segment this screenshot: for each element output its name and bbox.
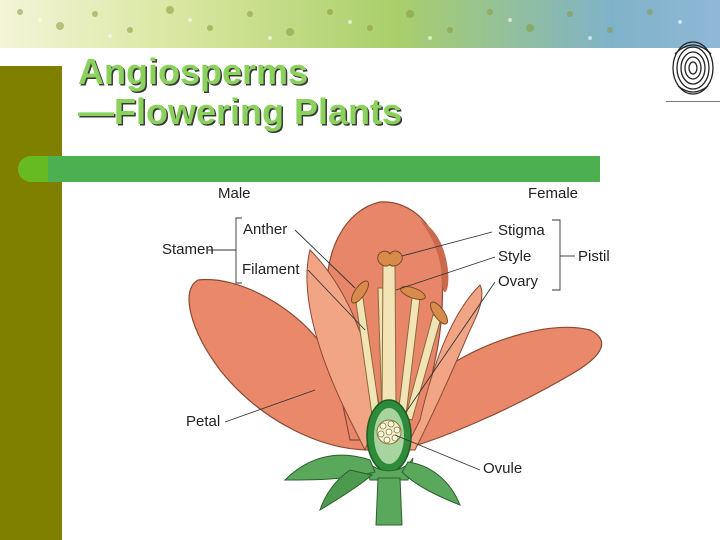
- bracket-stamen: [235, 217, 242, 284]
- decorative-dot-pattern: [17, 6, 682, 40]
- leader-stigma: [401, 231, 493, 257]
- slide-title: Angiosperms —Flowering Plants: [78, 52, 402, 132]
- decorative-green-tab: [18, 156, 48, 182]
- title-line-2: —Flowering Plants: [78, 91, 403, 132]
- label-pistil: Pistil: [578, 248, 610, 265]
- decorative-left-bar: [0, 66, 62, 540]
- leader-anther: [294, 229, 356, 289]
- label-filament: Filament: [242, 261, 300, 278]
- label-petal: Petal: [186, 413, 221, 430]
- label-ovary: Ovary: [498, 273, 539, 290]
- petal-inner-right: [404, 284, 483, 451]
- petal-back-fold: [420, 220, 449, 293]
- label-female: Female: [528, 185, 579, 202]
- leader-style: [395, 256, 496, 291]
- leader-ovary: [405, 281, 496, 413]
- label-ovule: Ovule: [483, 460, 523, 477]
- label-stigma: Stigma: [498, 222, 545, 239]
- title-line-1: Angiosperms: [78, 51, 309, 92]
- anther-1: [350, 280, 370, 304]
- stigma: [377, 250, 403, 267]
- label-anther: Anther: [243, 221, 288, 238]
- leader-petal: [224, 389, 316, 423]
- flower-illustration: [188, 201, 603, 526]
- style: [381, 264, 397, 409]
- anther-3: [429, 301, 449, 325]
- leader-ovule: [394, 434, 481, 471]
- stem: [375, 477, 403, 526]
- label-male: Male: [218, 185, 251, 202]
- fingerprint-icon: [672, 41, 714, 95]
- sepal-right: [401, 461, 461, 506]
- bracket-pistil: [552, 219, 561, 291]
- leader-filament: [307, 269, 366, 331]
- decorative-divider: [666, 101, 720, 102]
- label-style: Style: [498, 248, 532, 265]
- label-stamen: Stamen: [162, 241, 214, 258]
- decorative-green-rule: [48, 156, 600, 182]
- sepal-center: [319, 469, 374, 512]
- petal-inner: [306, 249, 381, 452]
- decorative-top-band: [0, 0, 720, 48]
